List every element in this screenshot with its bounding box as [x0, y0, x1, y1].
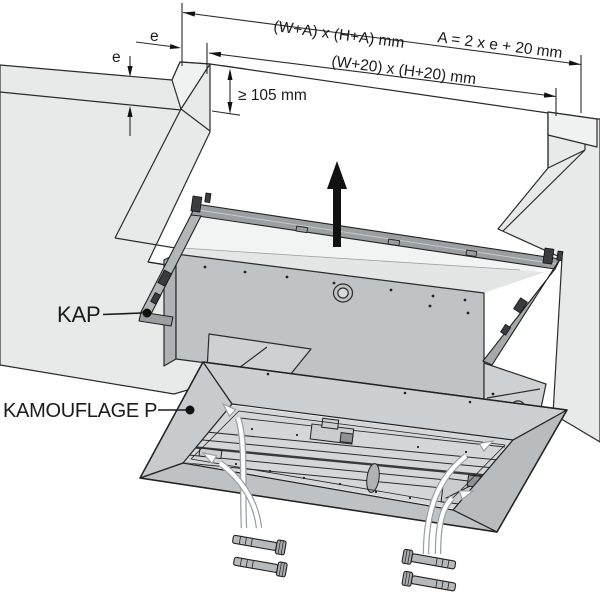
kap-leader-line: [102, 312, 143, 316]
kamouflage-label: KAMOUFLAGE P: [3, 400, 157, 422]
mounting-screw-4: [401, 570, 457, 592]
dim-panel-thickness-text: e: [112, 49, 121, 66]
part-labels: KAP KAMOUFLAGE P: [3, 302, 195, 422]
guide-arrow-upper-right: [422, 440, 495, 555]
dim-outer-text: (W+A) x (H+A) mm: [272, 18, 405, 52]
screw-guide-arrows: [201, 402, 495, 555]
recess-strip: [176, 206, 558, 293]
dim-min-depth-text: ≥ 105 mm: [238, 87, 307, 104]
dim-edge-offset: [135, 41, 181, 49]
cable-gland-hole: [332, 283, 354, 303]
dim-panel-thickness: [127, 56, 133, 136]
unit-screw-dots: [203, 265, 470, 315]
kap-brackets: [150, 192, 564, 336]
dim-edge-offset-text: e: [150, 28, 159, 45]
ceiling-left-cut-face: [171, 61, 211, 110]
kamouflage-bezel: [139, 361, 568, 533]
lift-direction-arrow: [327, 161, 347, 247]
kap-leader-dot: [142, 308, 152, 318]
mounting-screw-1: [232, 534, 287, 556]
mounting-screw-3: [401, 548, 457, 570]
mounting-screws: [232, 534, 457, 592]
kap-label: KAP: [57, 302, 100, 327]
dim-min-depth: [211, 64, 247, 116]
mounting-screw-2: [233, 556, 288, 578]
guide-arrow-upper-left: [221, 402, 248, 529]
guide-arrow-lower-left: [201, 452, 263, 529]
dim-formula-text: A = 2 x e + 20 mm: [436, 29, 563, 62]
kamouflage-leader-dot: [185, 405, 195, 415]
dim-inner: [208, 51, 557, 98]
bezel-screw-dots: [266, 372, 472, 404]
opening-back-edge: [209, 63, 549, 114]
ceiling-right-cut-face: [547, 111, 598, 148]
dim-outer: [182, 11, 582, 66]
guide-arrow-lower-right: [434, 490, 475, 555]
kap-rail-clips: [295, 225, 478, 257]
dimension-annotations: [127, 3, 582, 136]
dim-inner-text: (W+20) x (H+20) mm: [330, 53, 477, 88]
